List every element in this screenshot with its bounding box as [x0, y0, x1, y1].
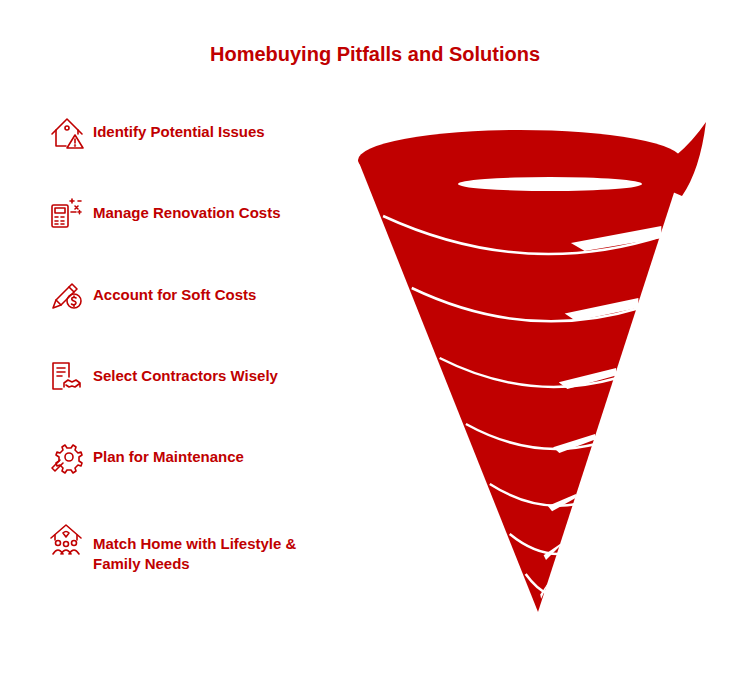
- family-home-icon: [51, 525, 81, 554]
- ribbon-edge: [412, 288, 640, 321]
- ribbon-gap: [553, 434, 595, 453]
- maintenance-icon: [52, 445, 82, 473]
- spiral-funnel: [358, 122, 706, 612]
- funnel-opening: [458, 177, 642, 191]
- list-item-label: Select Contractors Wisely: [93, 366, 278, 386]
- ribbon-gap: [571, 226, 661, 251]
- ribbon-edge: [383, 216, 662, 254]
- funnel-rim: [358, 130, 682, 190]
- list-item-label: Manage Renovation Costs: [93, 203, 281, 223]
- list-item-label: Plan for Maintenance: [93, 447, 244, 467]
- calculator-icon: [52, 199, 81, 227]
- title: Homebuying Pitfalls and Solutions: [0, 43, 750, 66]
- ribbon-edge: [526, 574, 549, 594]
- ribbon-tail: [640, 122, 706, 196]
- ribbon-gap: [544, 544, 560, 560]
- ribbon-gap: [540, 584, 547, 599]
- contract-icon: [53, 363, 80, 389]
- ribbon-gap: [559, 368, 616, 389]
- ribbon-gap: [565, 298, 639, 321]
- list-item-label: Account for Soft Costs: [93, 285, 256, 305]
- list-item-label: Match Home with Lifestyle & Family Needs: [93, 534, 308, 574]
- pencil-coin-icon: [53, 284, 81, 308]
- funnel-body: [358, 160, 682, 612]
- list-item-label: Identify Potential Issues: [93, 122, 265, 142]
- house-warning-icon: [52, 119, 83, 148]
- ribbon-gap: [548, 494, 576, 511]
